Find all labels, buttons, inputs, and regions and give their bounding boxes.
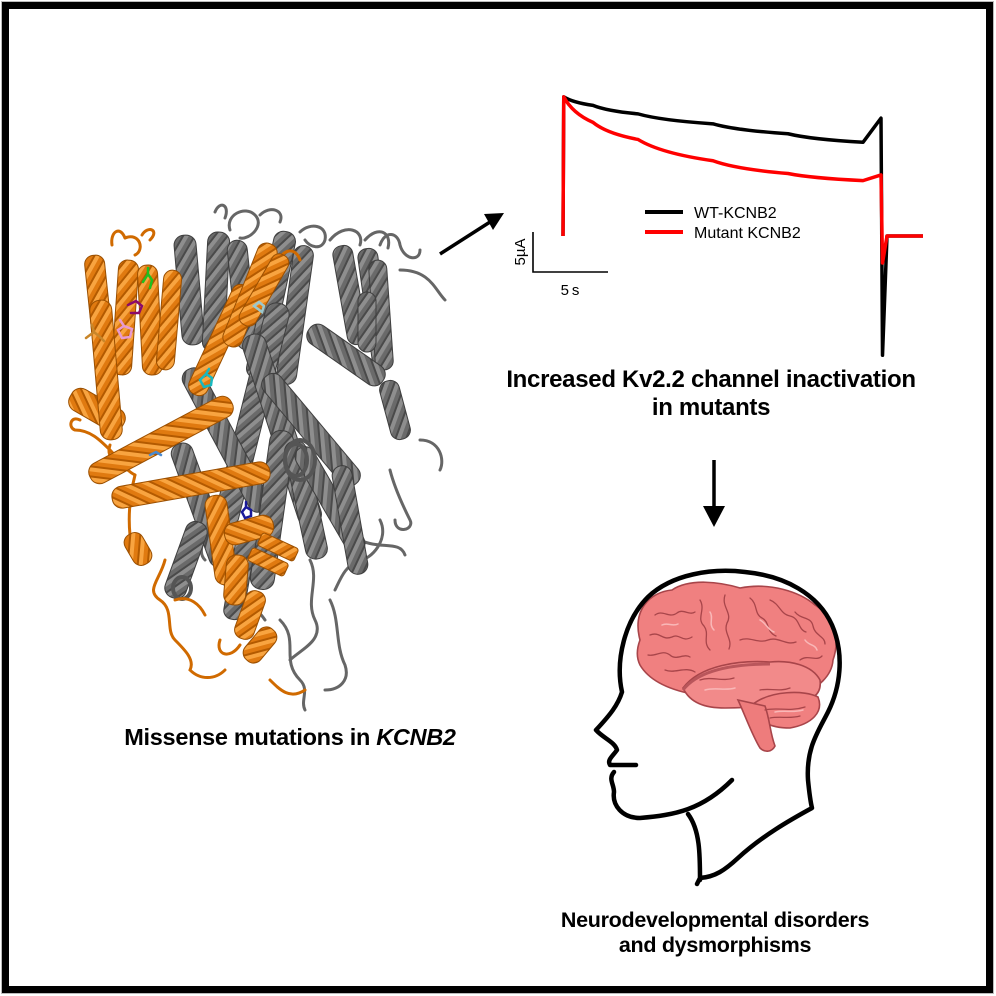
outcome-caption: Neurodevelopmental disorders and dysmorp… xyxy=(560,908,870,958)
down-arrow-icon xyxy=(703,460,725,527)
head-outline-icon xyxy=(593,568,842,887)
outcome-caption-line1: Neurodevelopmental disorders xyxy=(560,908,870,932)
trace-mutant xyxy=(561,95,923,265)
effect-caption-line1: Increased Kv2.2 channel inactivation xyxy=(506,366,916,393)
trace-wt xyxy=(561,95,923,358)
gray-loops xyxy=(198,203,447,712)
protein-caption-text: Missense mutations in xyxy=(124,724,377,750)
scale-bar-current-label: 5µA xyxy=(512,239,529,266)
scale-bar-time-label: 5 s xyxy=(561,282,580,299)
gene-name: KCNB2 xyxy=(376,724,456,750)
scale-bar: 5µA 5 s xyxy=(512,232,608,299)
outcome-caption-line2: and dysmorphisms xyxy=(618,933,812,957)
scale-bar-lines xyxy=(532,232,608,273)
diagonal-arrow-icon xyxy=(439,213,504,256)
legend-label-wt: WT-KCNB2 xyxy=(694,205,777,222)
brain-stem xyxy=(736,698,776,752)
mutation-sticks xyxy=(84,266,266,520)
effect-caption: Increased Kv2.2 channel inactivation in … xyxy=(480,366,942,422)
legend-label-mutant: Mutant KCNB2 xyxy=(694,225,801,242)
effect-caption-line2: in mutants xyxy=(651,394,771,421)
protein-caption: Missense mutations in KCNB2 xyxy=(90,724,490,751)
brain-icon xyxy=(636,581,837,752)
chart-legend: WT-KCNB2 Mutant KCNB2 xyxy=(645,205,801,242)
